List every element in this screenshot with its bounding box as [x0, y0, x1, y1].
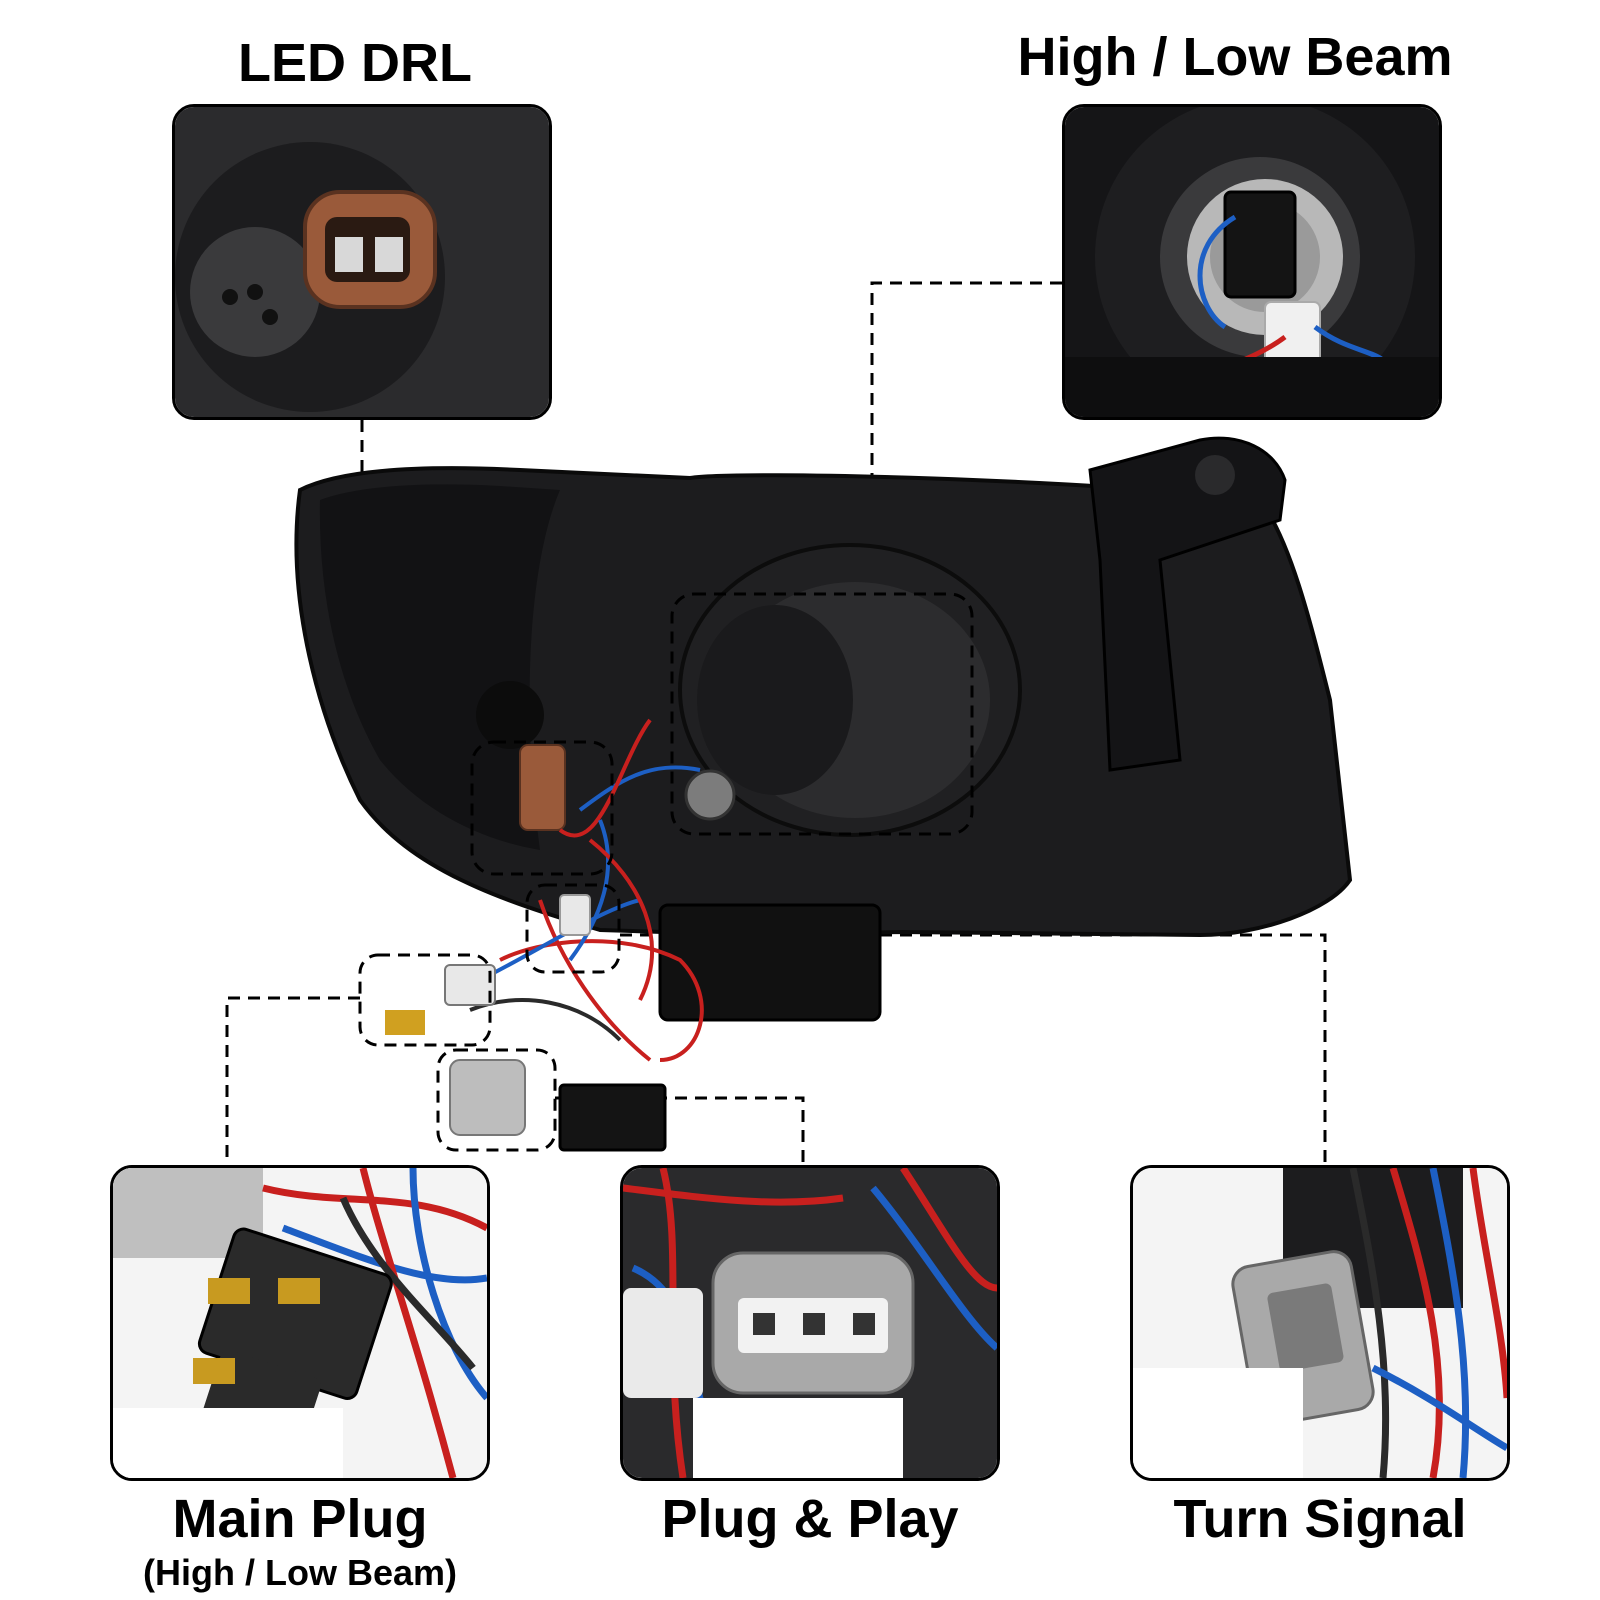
led-drl-photo-panel [172, 104, 552, 420]
callout-line-turn-signal [620, 933, 1327, 1165]
drl-connector-illustration [476, 681, 566, 831]
highlight-boxes [358, 592, 974, 1152]
turn-signal-highlight-box [525, 883, 621, 974]
harness-connectors [385, 894, 667, 1152]
high-low-beam-title: High / Low Beam [1017, 27, 1453, 87]
beam-highlight-box [670, 592, 974, 836]
main-plug-title: Main Plug [172, 1489, 428, 1549]
h4-socket-photo [1223, 190, 1297, 299]
callout-line-beam [870, 281, 1062, 594]
turn-signal-photo-panel [1130, 1165, 1510, 1481]
callout-line-main-plug [225, 996, 360, 1165]
plug-play-highlight-box [436, 1048, 557, 1152]
main-plug-highlight-box [358, 953, 492, 1047]
beam-cap-illustration [678, 543, 1022, 837]
plug-play-title: Plug & Play [661, 1489, 959, 1549]
led-drl-title: LED DRL [238, 33, 472, 93]
main-plug-subtitle: (High / Low Beam) [143, 1552, 457, 1593]
turn-signal-title: Turn Signal [1173, 1489, 1467, 1549]
main-plug-photo-panel [110, 1165, 490, 1481]
high-low-beam-photo-panel [1062, 104, 1442, 420]
plug-play-photo-panel [620, 1165, 1000, 1481]
drl-highlight-box [470, 740, 614, 876]
